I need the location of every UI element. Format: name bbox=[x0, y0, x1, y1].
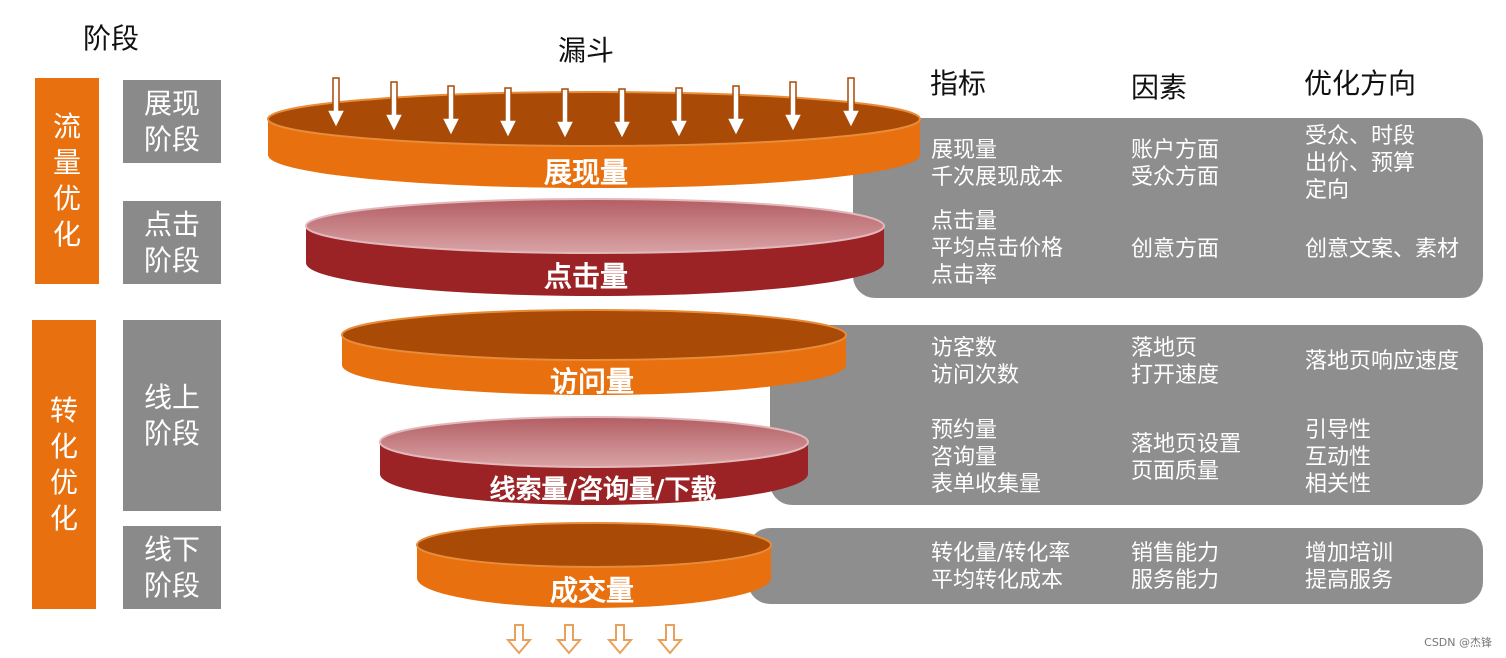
funnel-layer-deal: 成交量 bbox=[416, 522, 772, 608]
row3-metrics: 访客数 访问次数 bbox=[931, 336, 1020, 388]
traffic-metrics-panel bbox=[853, 118, 1483, 298]
down-arrow-icon bbox=[725, 85, 747, 138]
down-arrow-icon bbox=[505, 624, 533, 655]
funnel-layer-impression: 展现量 bbox=[267, 91, 921, 189]
row4-factors: 落地页设置 页面质量 bbox=[1131, 432, 1242, 484]
watermark: CSDN @杰锋 bbox=[1424, 636, 1492, 649]
directions-header: 优化方向 bbox=[1304, 67, 1417, 100]
row5-metrics: 转化量/转化率 平均转化成本 bbox=[931, 541, 1071, 593]
down-arrow-icon bbox=[440, 85, 462, 138]
funnel-label-click: 点击量 bbox=[544, 260, 628, 293]
down-arrow-icon bbox=[325, 77, 347, 130]
factors-header: 因素 bbox=[1131, 71, 1188, 104]
row3-directions: 落地页响应速度 bbox=[1305, 349, 1460, 374]
output-arrows bbox=[505, 624, 684, 655]
funnel-label-deal: 成交量 bbox=[550, 574, 634, 607]
conversion-optimization-label: 转 化 优 化 bbox=[32, 320, 96, 609]
stage-header: 阶段 bbox=[83, 22, 140, 55]
funnel-label-impression: 展现量 bbox=[544, 156, 628, 189]
funnel-layer-visit: 访问量 bbox=[341, 309, 847, 398]
stage-impression-label: 展现 阶段 bbox=[143, 86, 200, 156]
row1-metrics: 展现量 千次展现成本 bbox=[931, 138, 1064, 190]
down-arrow-icon bbox=[668, 87, 690, 140]
funnel-header: 漏斗 bbox=[558, 34, 615, 67]
row1-factors: 账户方面 受众方面 bbox=[1131, 138, 1220, 190]
row2-factors: 创意方面 bbox=[1131, 237, 1220, 262]
row4-directions: 引导性 互动性 相关性 bbox=[1305, 418, 1372, 497]
stage-online: 线上 阶段 bbox=[123, 320, 221, 511]
traffic-optimization-text: 流 量 优 化 bbox=[52, 110, 81, 251]
funnel-label-lead: 线索量/咨询量/下载 bbox=[490, 474, 717, 505]
stage-offline-label: 线下 阶段 bbox=[143, 532, 200, 602]
funnel-layer-click: 点击量 bbox=[305, 198, 885, 296]
conversion-optimization-text: 转 化 优 化 bbox=[49, 393, 78, 535]
funnel-label-visit: 访问量 bbox=[550, 365, 634, 398]
down-arrow-icon bbox=[383, 81, 405, 134]
down-arrow-icon bbox=[611, 88, 633, 141]
row5-factors: 销售能力 服务能力 bbox=[1131, 541, 1220, 593]
row1-directions: 受众、时段 出价、预算 定向 bbox=[1305, 124, 1416, 203]
down-arrow-icon bbox=[840, 77, 862, 130]
down-arrow-icon bbox=[782, 81, 804, 134]
stage-online-label: 线上 阶段 bbox=[143, 380, 200, 450]
metrics-header: 指标 bbox=[930, 67, 987, 100]
stage-click-label: 点击 阶段 bbox=[143, 207, 200, 277]
down-arrow-icon bbox=[497, 87, 519, 140]
row3-factors: 落地页 打开速度 bbox=[1131, 336, 1220, 388]
traffic-optimization-label: 流 量 优 化 bbox=[35, 78, 99, 284]
row5-directions: 增加培训 提高服务 bbox=[1305, 541, 1394, 593]
down-arrow-icon bbox=[555, 624, 583, 655]
down-arrow-icon bbox=[656, 624, 684, 655]
row2-directions: 创意文案、素材 bbox=[1305, 237, 1460, 262]
down-arrow-icon bbox=[606, 624, 634, 655]
online-metrics-panel bbox=[770, 325, 1483, 505]
stage-click: 点击 阶段 bbox=[123, 201, 221, 284]
stage-impression: 展现 阶段 bbox=[123, 80, 221, 163]
input-arrows bbox=[325, 77, 862, 141]
funnel-layer-lead: 线索量/咨询量/下载 bbox=[379, 416, 809, 505]
row2-metrics: 点击量 平均点击价格 点击率 bbox=[931, 209, 1064, 288]
stage-offline: 线下 阶段 bbox=[123, 526, 221, 609]
row4-metrics: 预约量 咨询量 表单收集量 bbox=[931, 418, 1042, 497]
offline-metrics-panel bbox=[748, 528, 1483, 604]
down-arrow-icon bbox=[554, 88, 576, 141]
